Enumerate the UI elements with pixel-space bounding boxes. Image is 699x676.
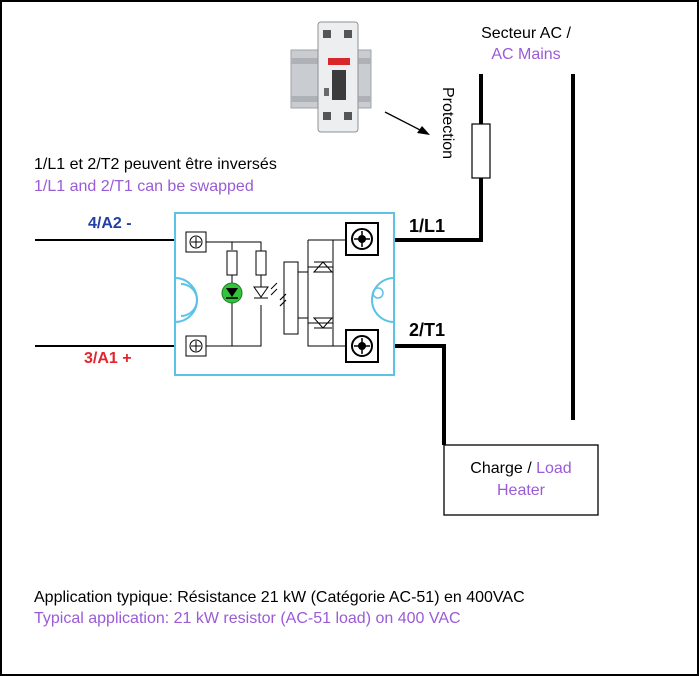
line-l1 [370, 178, 483, 242]
terminal-a1-label: 3/A1 + [84, 350, 132, 367]
application-fr: Application typique: Résistance 21 kW (C… [34, 589, 525, 606]
swap-note-fr: 1/L1 et 2/T2 peuvent être inversés [34, 156, 277, 173]
terminal-l1-screw [345, 222, 379, 256]
protection-arrow [384, 111, 430, 135]
terminal-a2-label: 4/A2 - [88, 215, 132, 232]
terminal-a2-screw [185, 231, 207, 253]
terminal-l1-label: 1/L1 [409, 216, 446, 236]
load-heater-text: Heater [496, 482, 546, 499]
load-box [443, 444, 599, 516]
load-load-text: Load [536, 460, 572, 477]
mains-label-fr: Secteur AC / [481, 25, 571, 42]
terminal-t1-label: 2/T1 [409, 320, 446, 340]
swap-note-en: 1/L1 and 2/T1 can be swapped [34, 178, 254, 195]
load-charge-text: Charge / [470, 460, 532, 477]
terminal-a1-screw [185, 335, 207, 357]
application-en: Typical application: 21 kW resistor (AC-… [34, 610, 461, 627]
protection-fuse [471, 123, 491, 179]
circuit-breaker-image [290, 21, 372, 133]
protection-label: Protection [439, 87, 456, 160]
solid-state-relay [174, 212, 395, 376]
load-label: Charge / Load [444, 459, 598, 478]
terminal-t1-screw [345, 329, 379, 363]
mains-label-en: AC Mains [491, 46, 561, 63]
